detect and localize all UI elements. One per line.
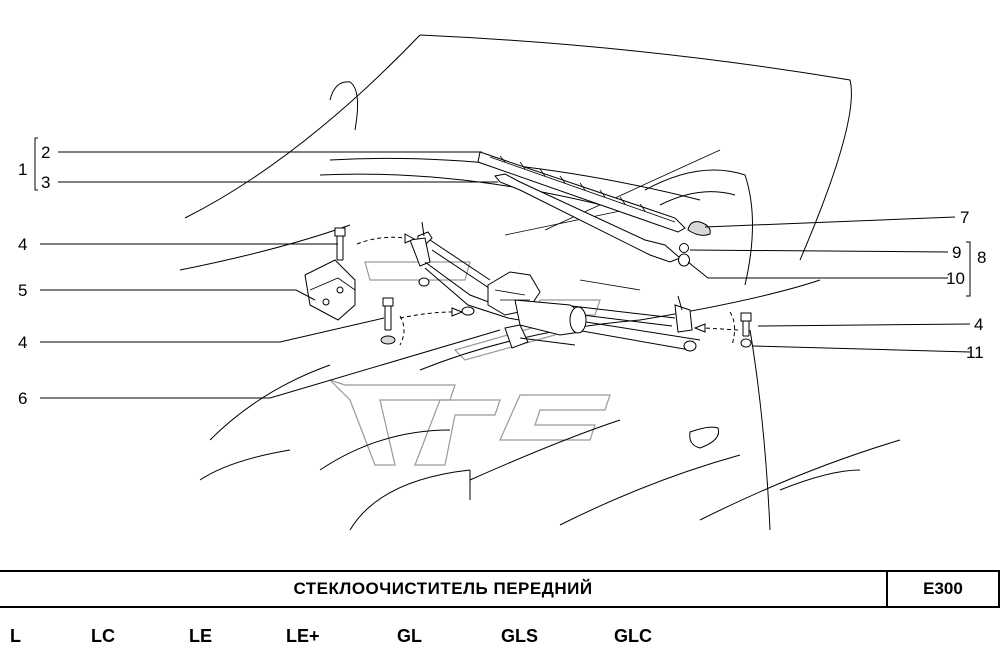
callout-9: 9 xyxy=(952,243,961,262)
watermark-logo xyxy=(329,261,611,466)
spindle-cap xyxy=(687,221,711,236)
nut-9 xyxy=(679,243,689,253)
callout-7: 7 xyxy=(960,208,969,227)
bolt-right xyxy=(740,312,752,337)
callout-1: 1 xyxy=(18,160,27,179)
title-bar: СТЕКЛООЧИСТИТЕЛЬ ПЕРЕДНИЙ E300 xyxy=(0,570,1000,608)
callout-2: 2 xyxy=(41,143,50,162)
car-body-outline xyxy=(179,34,901,531)
assembly-guide-arrows xyxy=(356,233,739,346)
nut-11 xyxy=(740,338,752,348)
callout-3: 3 xyxy=(41,173,50,192)
callout-4-center: 4 xyxy=(18,333,27,352)
bolt-left xyxy=(334,227,346,261)
wiper-assembly-diagram: 1 2 3 4 5 4 6 7 8 9 10 4 11 xyxy=(18,34,986,531)
leader-lines xyxy=(34,137,971,399)
callout-11: 11 xyxy=(966,343,984,362)
trim-level: GL xyxy=(397,626,422,646)
trim-level: GLC xyxy=(614,626,652,646)
trim-levels: L LC LE LE+ GL GLS GLC xyxy=(0,618,1000,654)
wiper-blade xyxy=(477,151,686,233)
wiper-motor xyxy=(487,271,587,349)
callout-5: 5 xyxy=(18,281,27,300)
trim-level: LE xyxy=(189,626,213,646)
nut-6 xyxy=(380,335,396,345)
callout-10: 10 xyxy=(946,269,965,288)
mounting-bracket xyxy=(304,259,356,321)
callout-8: 8 xyxy=(977,248,986,267)
callout-6: 6 xyxy=(18,389,27,408)
callout-4-left: 4 xyxy=(18,235,27,254)
trim-level: GLS xyxy=(501,626,539,646)
trim-level: LC xyxy=(91,626,115,646)
washer-10 xyxy=(678,253,690,267)
diagram-code: E300 xyxy=(923,579,963,598)
trim-level: L xyxy=(10,626,21,646)
diagram-title: СТЕКЛООЧИСТИТЕЛЬ ПЕРЕДНИЙ xyxy=(0,572,888,606)
trim-level: LE+ xyxy=(286,626,320,646)
callout-4-right: 4 xyxy=(974,315,983,334)
bolt-center xyxy=(382,297,394,331)
